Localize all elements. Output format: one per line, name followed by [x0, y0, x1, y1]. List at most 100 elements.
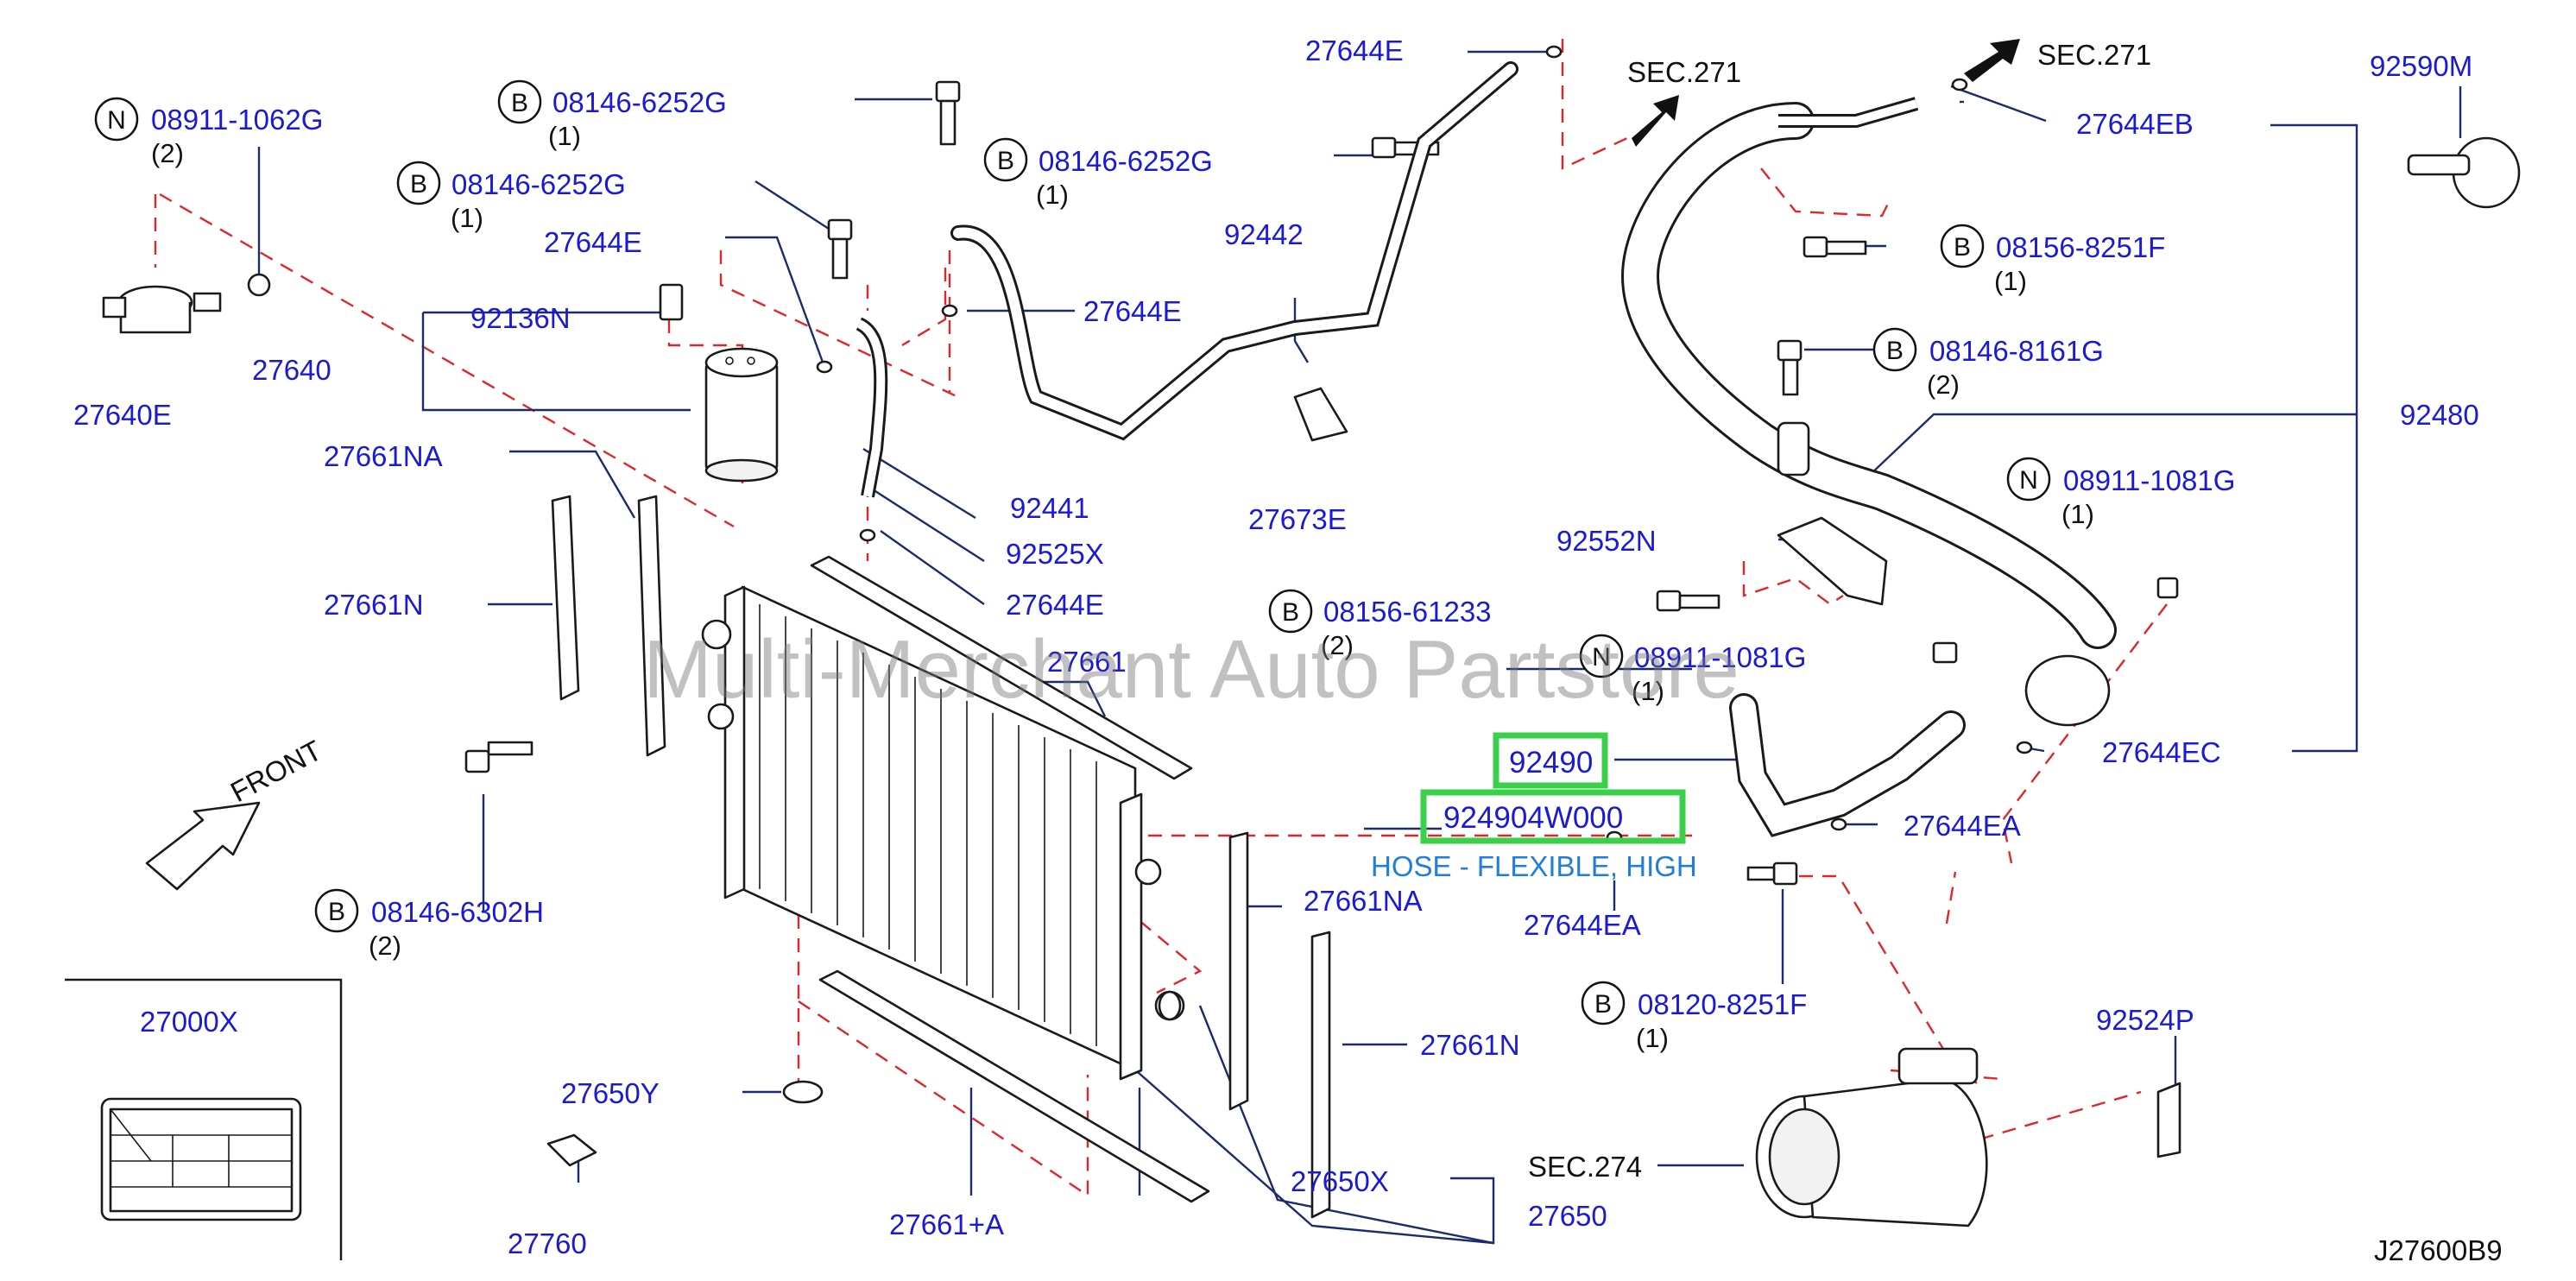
label-27673E[interactable]: 27673E	[1248, 503, 1347, 535]
label-08146-6252G-c[interactable]: 08146-6252G	[1039, 145, 1213, 177]
badge-b-08146-6252G-a: B	[497, 79, 542, 124]
label-27640[interactable]: 27640	[252, 354, 331, 386]
highlighted-part-callout: 92490 924904W000 HOSE - FLEXIBLE, HIGH	[1371, 746, 1697, 882]
svg-text:N: N	[2019, 466, 2038, 495]
label-27650Y[interactable]: 27650Y	[561, 1077, 660, 1109]
qty-08156-61233: (2)	[1321, 630, 1354, 660]
qty-08156-8251F: (1)	[1994, 266, 2027, 296]
svg-text:B: B	[1954, 233, 1971, 262]
caution-label-frame	[65, 978, 343, 1260]
badge-b-08156-8251F: B	[1940, 224, 1985, 268]
label-27000X[interactable]: 27000X	[140, 1006, 238, 1038]
watermark-text: Multi-Merchant Auto Partstore	[643, 623, 1739, 716]
ac-hose-pipes-drawing	[855, 61, 2117, 837]
callout-badges: N B B B B N B B B N B	[94, 79, 2051, 1025]
receiver-dryer-drawing	[659, 283, 779, 483]
part-number-labels: 08911-1062G (2) 27640E 27640 92136N 0814…	[73, 35, 2479, 1259]
misc-small-parts-drawing	[546, 45, 2521, 1167]
badge-n-08911-1062G: N	[94, 97, 139, 142]
label-27661A[interactable]: 27661+A	[889, 1208, 1004, 1240]
label-27661[interactable]: 27661	[1047, 646, 1127, 678]
svg-text:B: B	[997, 147, 1014, 175]
leader-lines	[257, 50, 2462, 1245]
qty-08146-6252G-a: (1)	[548, 121, 581, 151]
label-27644E-low[interactable]: 27644E	[1006, 589, 1104, 621]
label-08911-1081G-a[interactable]: 08911-1081G	[2063, 464, 2235, 496]
label-92590M[interactable]: 92590M	[2370, 50, 2472, 82]
label-27640E[interactable]: 27640E	[73, 399, 172, 431]
label-92136N[interactable]: 92136N	[470, 302, 571, 334]
ac-compressor-drawing	[1755, 1047, 1988, 1227]
label-08156-8251F[interactable]: 08156-8251F	[1996, 231, 2165, 263]
highlight-box-group-number	[1493, 732, 1608, 789]
label-92441[interactable]: 92441	[1010, 492, 1089, 524]
qty-08146-6252G-b: (1)	[451, 203, 483, 233]
label-27644EA-a[interactable]: 27644EA	[1904, 810, 2021, 842]
highlight-part-number[interactable]: 924904W000	[1443, 801, 1623, 835]
label-sec274[interactable]: SEC.274	[1528, 1151, 1642, 1183]
diagram-code: J27600B9	[2374, 1234, 2503, 1266]
qty-08146-8161G: (2)	[1927, 369, 1960, 400]
label-27644EC[interactable]: 27644EC	[2102, 736, 2221, 768]
label-08156-61233[interactable]: 08156-61233	[1323, 596, 1492, 628]
label-27644E-left[interactable]: 27644E	[544, 226, 642, 258]
label-27760[interactable]: 27760	[508, 1227, 587, 1259]
badge-n-08911-1081G-a: N	[2006, 457, 2051, 502]
label-08146-6252G-b[interactable]: 08146-6252G	[451, 168, 626, 200]
label-sec271-b[interactable]: SEC.271	[2037, 39, 2151, 71]
front-direction-label: FRONT	[225, 734, 327, 808]
label-08120-8251F[interactable]: 08120-8251F	[1638, 988, 1807, 1020]
label-27644EB[interactable]: 27644EB	[2076, 108, 2194, 140]
label-08146-6302H[interactable]: 08146-6302H	[371, 896, 544, 928]
svg-text:N: N	[1592, 643, 1611, 672]
badge-b-08156-61233: B	[1268, 589, 1313, 634]
badge-b-08146-6302H: B	[314, 888, 359, 933]
svg-text:B: B	[1886, 337, 1904, 365]
badge-b-08146-6252G-b: B	[396, 161, 441, 205]
qty-08911-1081G-b: (1)	[1632, 676, 1664, 706]
label-sec271-a[interactable]: SEC.271	[1627, 56, 1741, 88]
svg-text:B: B	[410, 170, 427, 199]
label-92552N[interactable]: 92552N	[1556, 525, 1657, 557]
badge-b-08146-6252G-c: B	[983, 137, 1028, 182]
label-27661NA-b[interactable]: 27661NA	[1304, 885, 1423, 917]
highlight-group-number[interactable]: 92490	[1509, 746, 1593, 779]
qty-08911-1062G: (2)	[151, 138, 184, 168]
highlight-part-description: HOSE - FLEXIBLE, HIGH	[1371, 850, 1697, 882]
label-27650[interactable]: 27650	[1528, 1200, 1607, 1232]
badge-b-08146-8161G: B	[1872, 327, 1917, 372]
label-08911-1062G[interactable]: 08911-1062G	[151, 104, 323, 136]
svg-text:B: B	[1282, 598, 1299, 627]
svg-text:B: B	[1594, 990, 1612, 1019]
label-08146-6252G-a[interactable]: 08146-6252G	[552, 86, 727, 118]
svg-text:B: B	[328, 898, 345, 926]
seal-strips-drawing	[551, 495, 1331, 1219]
qty-08120-8251F: (1)	[1636, 1023, 1669, 1053]
svg-text:N: N	[107, 106, 126, 135]
label-92524P[interactable]: 92524P	[2096, 1004, 2194, 1036]
label-27661N-a[interactable]: 27661N	[324, 589, 424, 621]
badge-b-08120-8251F: B	[1581, 981, 1626, 1025]
label-08146-8161G[interactable]: 08146-8161G	[1929, 335, 2104, 367]
qty-08146-6302H: (2)	[369, 931, 401, 961]
label-27650X[interactable]: 27650X	[1291, 1165, 1389, 1197]
label-27644E-mid[interactable]: 27644E	[1083, 295, 1182, 327]
highlight-box-part-number	[1420, 789, 1686, 844]
label-92525X[interactable]: 92525X	[1006, 538, 1104, 570]
label-27644EA-b[interactable]: 27644EA	[1524, 909, 1641, 941]
bolt-fasteners-drawing	[464, 80, 2179, 886]
label-08911-1081G-b[interactable]: 08911-1081G	[1634, 641, 1806, 673]
label-92480[interactable]: 92480	[2400, 399, 2479, 431]
qty-08146-6252G-c: (1)	[1036, 180, 1069, 210]
badge-n-08911-1081G-b: N	[1579, 634, 1624, 678]
label-27644E-top[interactable]: 27644E	[1305, 35, 1404, 66]
qty-08911-1081G-a: (1)	[2061, 499, 2094, 529]
direction-arrows	[145, 39, 2020, 891]
label-27661N-b[interactable]: 27661N	[1420, 1029, 1520, 1061]
label-27661NA-a[interactable]: 27661NA	[324, 440, 443, 472]
svg-text:B: B	[511, 89, 528, 117]
mounting-bracket-drawing	[102, 273, 271, 334]
label-92442[interactable]: 92442	[1224, 218, 1304, 250]
